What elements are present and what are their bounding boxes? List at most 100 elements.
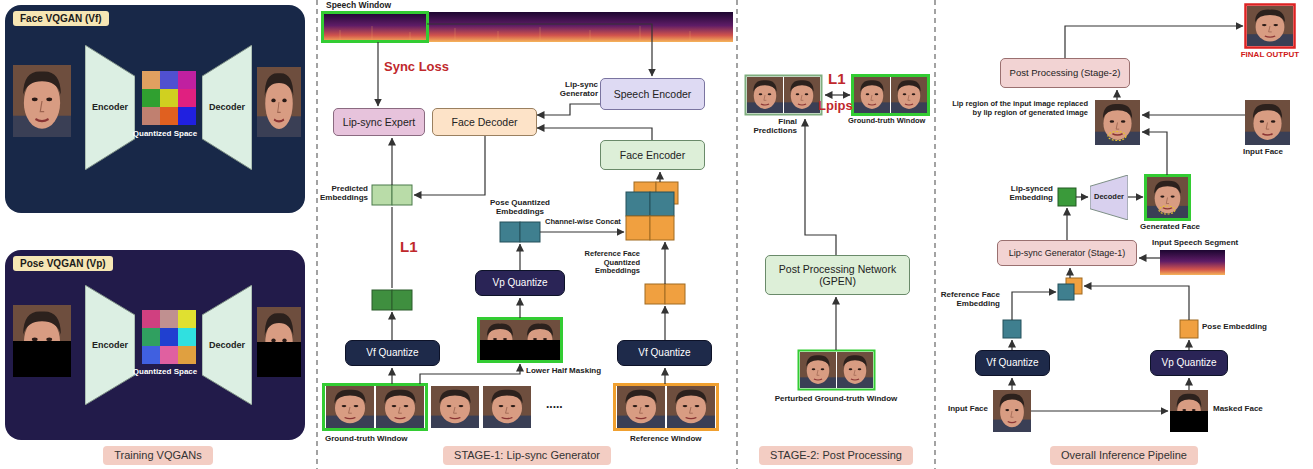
- node-text: Vf Quantize: [986, 357, 1038, 369]
- panel-heading: Face VQGAN (Vf): [13, 11, 109, 26]
- annotation-label: Generated Face: [1140, 222, 1200, 231]
- shape-block: [160, 89, 178, 107]
- lip-region-mark: [1108, 132, 1126, 141]
- shape-block: [626, 216, 650, 240]
- connector-arrow: [537, 104, 600, 115]
- node-text: Face Encoder: [620, 149, 685, 161]
- arrow-line: [1084, 286, 1189, 320]
- trapezoid-outline: [85, 285, 135, 405]
- arrow-line: [664, 242, 665, 284]
- face-image: [1247, 6, 1293, 46]
- arrow-line: [1128, 196, 1143, 197]
- quantize-box: Vf Quantize: [617, 340, 712, 366]
- face-image: [854, 77, 890, 113]
- arrow-line: [1139, 257, 1160, 258]
- face-image: [483, 386, 531, 428]
- shape-block: [322, 12, 733, 42]
- arrow-line: [391, 138, 392, 185]
- divider-line: [540, 27, 541, 42]
- face-image: [257, 67, 301, 137]
- annotation-label: Channel-wise Concat: [545, 218, 621, 227]
- arrow-line: [519, 244, 520, 270]
- divider-line: [590, 30, 591, 42]
- shape-block: [1058, 284, 1074, 300]
- annotation-label: Lip region of the input image replaced b…: [948, 100, 1088, 117]
- node-text: Lip-sync Generator (Stage-1): [1009, 248, 1126, 258]
- panel-dividers: [317, 0, 935, 469]
- shape-block: [1170, 411, 1208, 432]
- node-text: STAGE-1: Lip-sync Generator: [454, 449, 600, 462]
- divider-line: [736, 0, 737, 469]
- shape-block: [480, 340, 560, 360]
- stage-tag: STAGE-1: Lip-sync Generator: [443, 446, 611, 465]
- shape-block: [1246, 5, 1295, 48]
- shape-block: [160, 71, 178, 89]
- arrow-line: [391, 207, 392, 288]
- shape-block: [392, 185, 412, 205]
- face-image: [1170, 390, 1208, 432]
- quantize-box: Vf Quantize: [345, 340, 440, 366]
- decoder-shape: Decoder: [1090, 175, 1128, 220]
- node-text: Vf Quantize: [638, 347, 690, 359]
- arrow-line: [391, 312, 392, 340]
- shape-block: [799, 351, 875, 390]
- vqgan-panel: Pose VQGAN (Vp)EncoderDecoder: [5, 250, 305, 440]
- node-text: Post Processing Network (GPEN): [766, 263, 909, 287]
- divider-line: [372, 26, 373, 42]
- arrow-line: [1012, 292, 1056, 320]
- annotation-label: Quantized Space: [122, 129, 208, 138]
- process-box: Lip-sync Expert: [333, 108, 425, 136]
- shape-block: [324, 385, 427, 430]
- arrow-line: [540, 231, 624, 232]
- face-image: [13, 305, 71, 377]
- annotation-label: .....: [546, 398, 563, 412]
- face-image: [1147, 177, 1188, 218]
- arrow-line: [1142, 132, 1167, 175]
- node-text: Vp Quantize: [492, 277, 547, 289]
- divider-line: [640, 26, 641, 42]
- shape-block: [178, 328, 196, 346]
- annotation-label: Input Face: [1243, 147, 1283, 156]
- node-text: Overall Inference Pipeline: [1061, 449, 1187, 462]
- face-image: [891, 77, 927, 113]
- node-text: Vf Quantize: [366, 347, 418, 359]
- arrow-line: [1011, 340, 1012, 350]
- node-text: Encoder: [92, 340, 128, 350]
- divider-line: [455, 28, 456, 42]
- quantize-box: Vp Quantize: [475, 270, 565, 296]
- annotation-label: Pose Quantized Embeddings: [480, 198, 560, 216]
- annotation-label: Masked Face: [1213, 404, 1263, 413]
- shape-block: [1160, 250, 1225, 275]
- shape-block: [160, 310, 178, 328]
- shape-block: [650, 216, 674, 240]
- face-image: [747, 77, 783, 113]
- face-vqgan-figure: [5, 5, 305, 213]
- face-image: [376, 386, 424, 428]
- divider-line: [690, 31, 691, 42]
- shape-block: [479, 319, 562, 362]
- face-image: [1095, 100, 1140, 145]
- annotation-label: Lip-synced Embedding: [983, 184, 1053, 202]
- shape-block: [257, 342, 301, 377]
- shape-block: [372, 290, 392, 310]
- annotation-label: Lip-sync Generator: [538, 80, 598, 98]
- vqgan-panel: Face VQGAN (Vf)EncoderDecoder: [5, 5, 305, 213]
- shape-block: [1146, 176, 1190, 220]
- arrow-line: [1011, 378, 1012, 390]
- trapezoid-outline: [1090, 175, 1128, 220]
- shape-block: [323, 13, 428, 42]
- shape-block: [13, 341, 71, 377]
- arrow-line: [825, 94, 850, 95]
- face-image: [617, 386, 665, 428]
- process-box: Post Processing (Stage-2): [1000, 58, 1130, 88]
- shape-block: [178, 346, 196, 364]
- node-text: Lip-sync Expert: [343, 116, 415, 128]
- shape-block: [615, 385, 718, 430]
- stage-tag: Training VQGANs: [103, 446, 213, 465]
- quantize-box: Vp Quantize: [1150, 350, 1228, 376]
- shape-block: [392, 290, 412, 310]
- annotation-label: Pose Embedding: [1202, 322, 1267, 331]
- process-box: Speech Encoder: [600, 78, 705, 110]
- arrow-line: [1076, 196, 1088, 197]
- divider-line: [498, 31, 499, 42]
